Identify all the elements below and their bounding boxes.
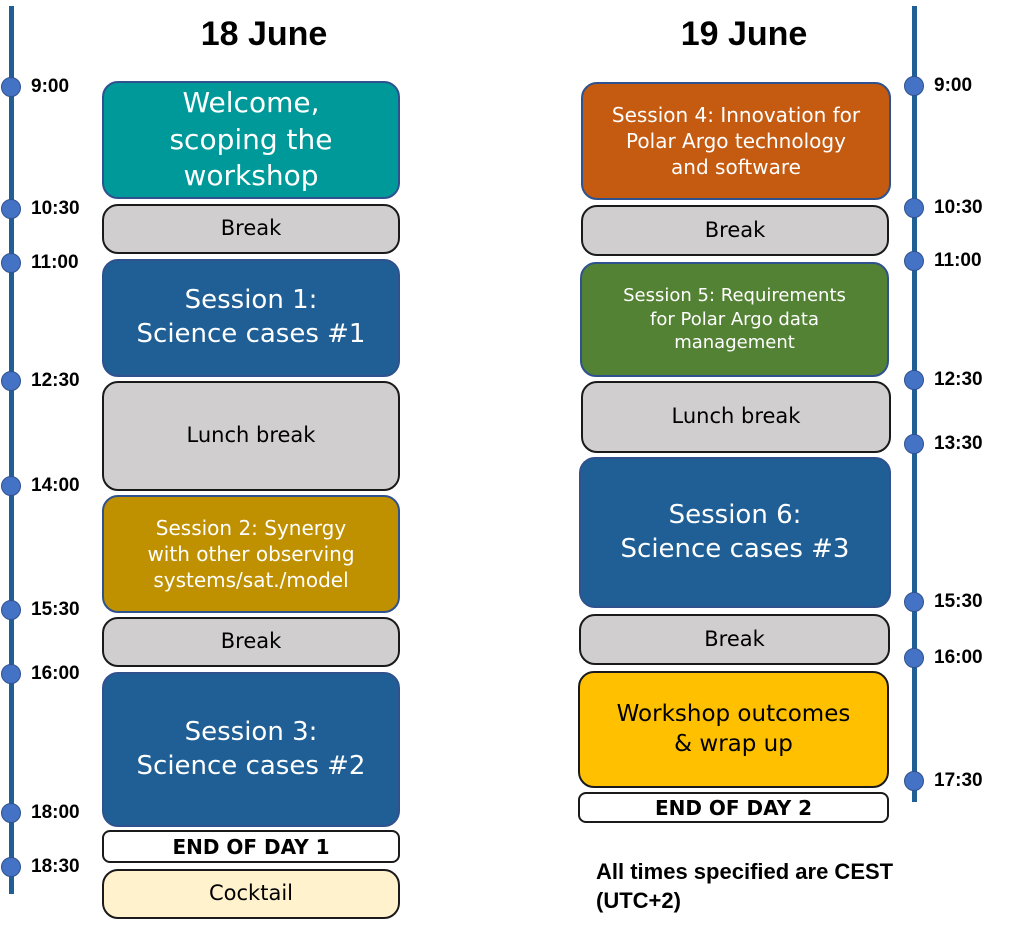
day2-session-5: Session 5: Requirements for Polar Argo d… — [580, 262, 889, 377]
day2-timeline — [912, 6, 917, 802]
day2-break-1: Break — [581, 205, 889, 256]
day2-session-4: Session 4: Innovation for Polar Argo tec… — [581, 82, 891, 200]
block-label: END OF DAY 1 — [172, 834, 330, 859]
timeline-dot-icon — [904, 198, 924, 218]
day2-break-2: Break — [579, 614, 890, 665]
day1-cocktail: Cocktail — [102, 869, 400, 919]
time-label: 15:30 — [934, 591, 983, 612]
block-label: Session 3: Science cases #2 — [136, 716, 366, 781]
day1-break-2: Break — [102, 617, 400, 667]
time-label: 10:30 — [31, 198, 80, 219]
day1-timeline — [9, 6, 14, 894]
day1-lunch-break: Lunch break — [102, 381, 400, 491]
block-label: Break — [220, 629, 282, 654]
day2-end-marker: END OF DAY 2 — [578, 792, 889, 823]
timeline-dot-icon — [1, 857, 21, 877]
block-label: Welcome, scoping the workshop — [169, 86, 333, 193]
block-label: Cocktail — [209, 881, 293, 906]
timeline-dot-icon — [904, 771, 924, 791]
timeline-dot-icon — [1, 199, 21, 219]
day1-welcome-block: Welcome, scoping the workshop — [102, 81, 400, 199]
time-label: 15:30 — [31, 599, 80, 620]
day1-session-3: Session 3: Science cases #2 — [102, 672, 400, 827]
block-label: Session 4: Innovation for Polar Argo tec… — [611, 103, 861, 179]
block-label: Break — [704, 217, 766, 242]
time-label: 18:30 — [31, 856, 80, 877]
day1-end-marker: END OF DAY 1 — [102, 830, 400, 863]
time-label: 18:00 — [31, 802, 80, 823]
block-label: END OF DAY 2 — [654, 795, 813, 820]
time-label: 17:30 — [934, 770, 983, 791]
timeline-dot-icon — [904, 434, 924, 454]
timeline-dot-icon — [1, 664, 21, 684]
day1-session-2: Session 2: Synergy with other observing … — [102, 495, 400, 613]
day2-lunch-break: Lunch break — [581, 381, 891, 453]
timeline-dot-icon — [1, 77, 21, 97]
time-label: 16:00 — [31, 663, 80, 684]
time-label: 9:00 — [31, 76, 70, 97]
time-label: 12:30 — [31, 370, 80, 391]
day1-break-1: Break — [102, 204, 400, 254]
timeline-dot-icon — [1, 371, 21, 391]
block-label: Lunch break — [671, 404, 801, 429]
timeline-dot-icon — [904, 76, 924, 96]
block-label: Break — [704, 626, 765, 651]
timeline-dot-icon — [904, 648, 924, 668]
block-label: Workshop outcomes & wrap up — [616, 700, 851, 757]
time-label: 14:00 — [31, 475, 80, 496]
timeline-dot-icon — [904, 251, 924, 271]
timeline-dot-icon — [1, 476, 21, 496]
timeline-dot-icon — [1, 600, 21, 620]
block-label: Session 1: Science cases #1 — [136, 285, 366, 349]
time-label: 9:00 — [934, 75, 973, 96]
timeline-dot-icon — [1, 253, 21, 273]
time-label: 13:30 — [934, 433, 983, 454]
day2-session-6: Session 6: Science cases #3 — [579, 457, 891, 608]
block-label: Break — [220, 216, 282, 241]
day2-workshop-outcomes: Workshop outcomes & wrap up — [578, 671, 889, 788]
block-label: Session 5: Requirements for Polar Argo d… — [623, 285, 846, 354]
time-label: 11:00 — [31, 252, 79, 273]
timeline-dot-icon — [1, 803, 21, 823]
time-label: 10:30 — [934, 197, 983, 218]
day1-title: 18 June — [200, 15, 328, 53]
block-label: Session 6: Science cases #3 — [620, 499, 850, 564]
timezone-note: All times specified are CEST (UTC+2) — [596, 859, 894, 913]
time-label: 11:00 — [934, 250, 982, 271]
timeline-dot-icon — [904, 592, 924, 612]
block-label: Session 2: Synergy with other observing … — [147, 516, 355, 592]
time-label: 16:00 — [934, 647, 983, 668]
block-label: Lunch break — [186, 423, 316, 448]
timeline-dot-icon — [904, 370, 924, 390]
time-label: 12:30 — [934, 369, 983, 390]
day2-title: 19 June — [680, 15, 808, 53]
day1-session-1: Session 1: Science cases #1 — [102, 259, 400, 377]
